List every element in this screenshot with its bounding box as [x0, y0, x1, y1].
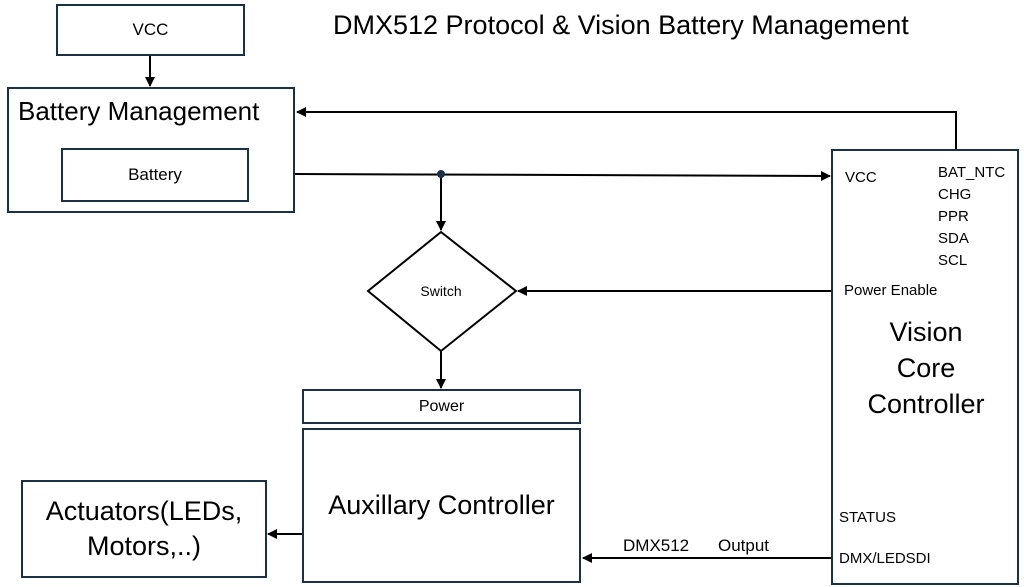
vision-core-controller-box [831, 149, 1019, 585]
diagram-title: DMX512 Protocol & Vision Battery Managem… [333, 10, 909, 40]
junction-dot [437, 170, 445, 178]
power-box: Power [302, 389, 581, 424]
vcc-source-box: VCC [56, 4, 245, 56]
battery-label: Battery [128, 165, 182, 184]
output-label: Output [718, 536, 770, 555]
controller-title-line: Controller [867, 389, 985, 419]
battery-box: Battery [61, 148, 249, 202]
pin-chg: CHG [938, 186, 972, 203]
arrow-battery-to-controller-vcc [294, 170, 831, 181]
pin-sda: SDA [938, 230, 969, 247]
actuators-box: Actuators(LEDs, Motors,..) [21, 480, 267, 578]
vcc-source-label: VCC [132, 20, 169, 39]
controller-title-line: Core [896, 353, 956, 383]
pin-power-enable: Power Enable [844, 282, 938, 299]
battery-management-label: Battery Management [18, 96, 260, 126]
auxiliary-controller-box: Auxillary Controller [302, 428, 581, 583]
vision-core-controller-title: Vision Core Controller [851, 314, 1001, 422]
power-label: Power [418, 397, 465, 415]
switch-label: Switch [420, 283, 462, 299]
actuators-label: Actuators(LEDs, Motors,..) [46, 494, 243, 564]
pin-status: STATUS [839, 509, 896, 526]
pin-dmx-ledsdi: DMX/LEDSDI [839, 550, 931, 567]
dmx512-label: DMX512 [623, 536, 690, 555]
arrow-controller-to-battery-management [296, 107, 957, 149]
pin-vcc: VCC [845, 169, 877, 186]
actuators-line: Motors,..) [86, 531, 201, 561]
auxiliary-controller-label: Auxillary Controller [328, 490, 555, 520]
controller-title-line: Vision [889, 317, 963, 347]
pin-bat-ntc: BAT_NTC [938, 164, 1006, 181]
pin-ppr: PPR [938, 208, 969, 225]
pin-scl: SCL [938, 252, 968, 269]
actuators-line: Actuators(LEDs, [45, 496, 243, 526]
